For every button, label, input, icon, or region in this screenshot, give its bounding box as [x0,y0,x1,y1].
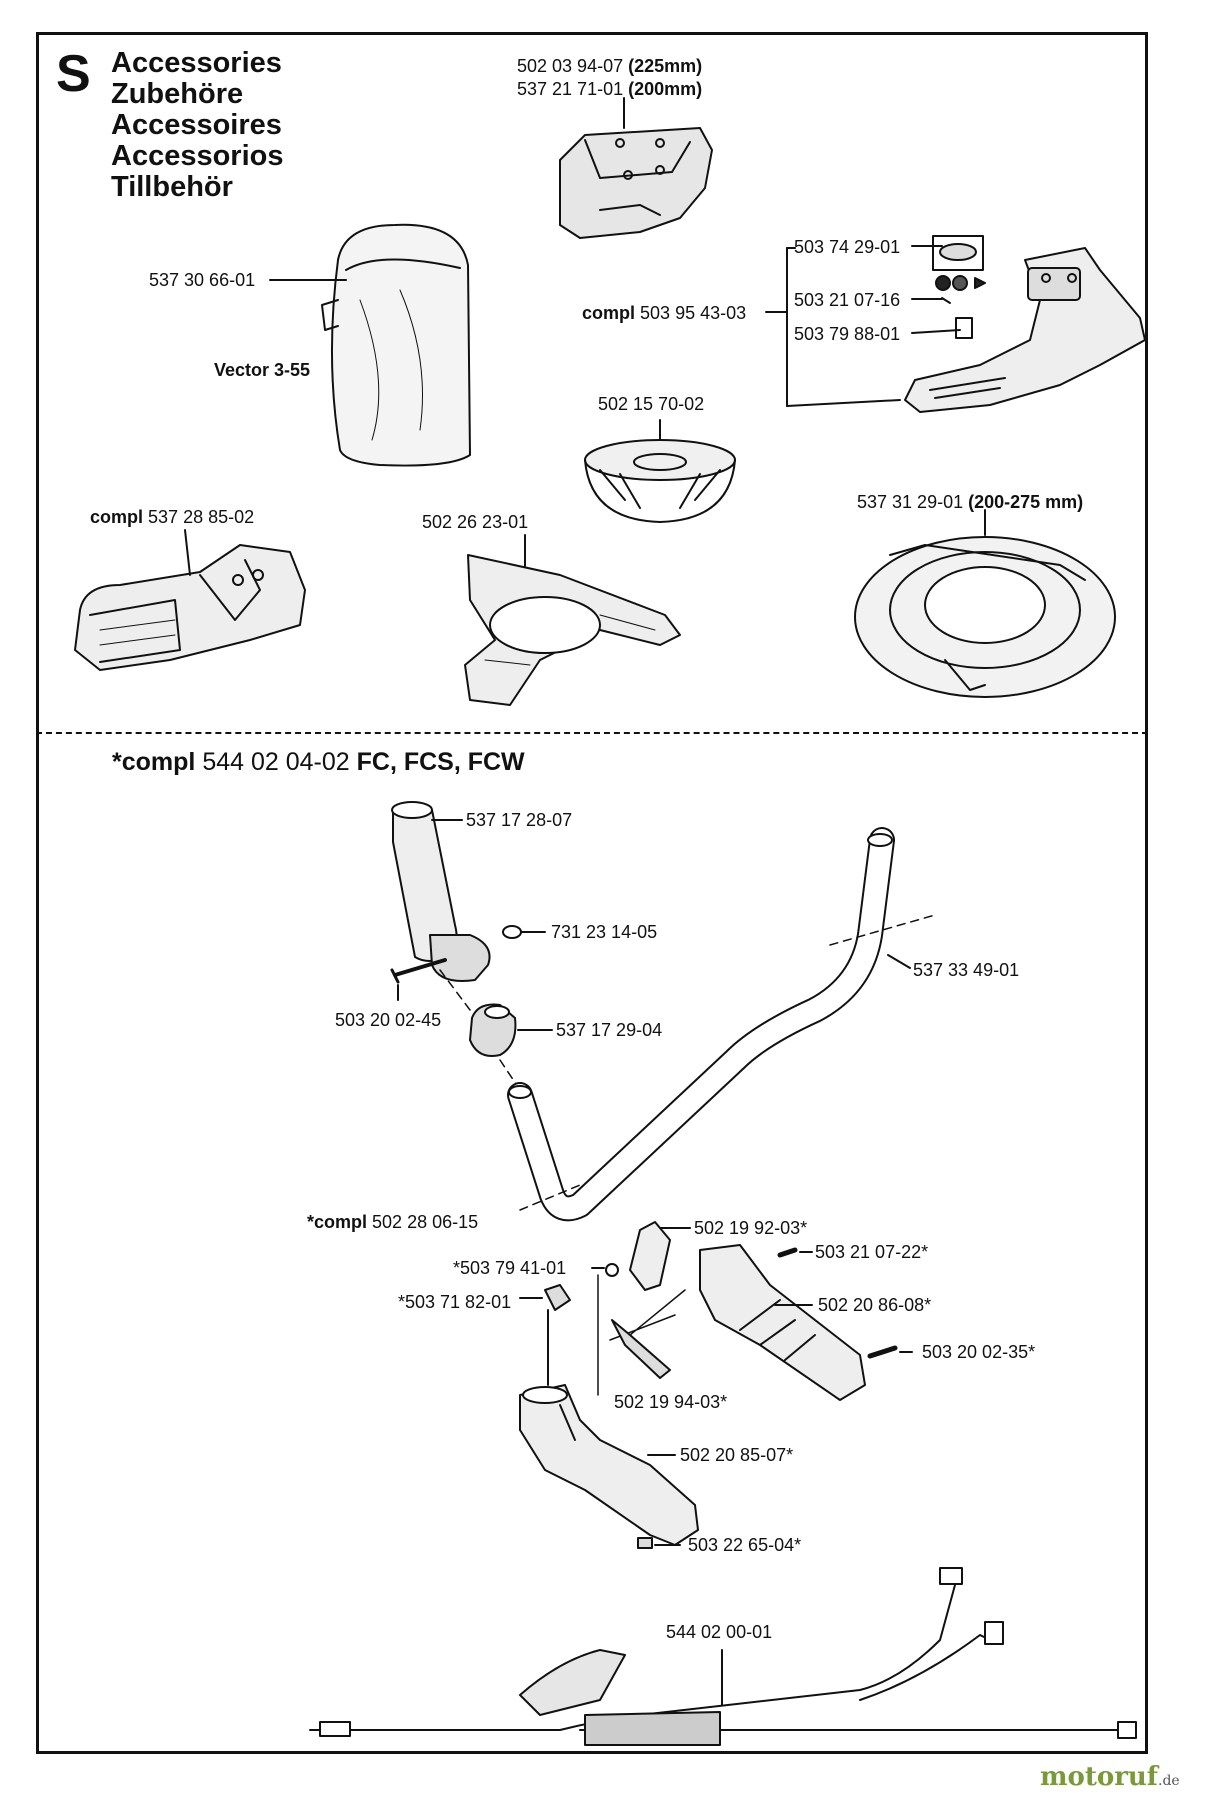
part-number: 544 02 04-02 [202,748,350,776]
screw-illustration [777,1247,798,1258]
handle-half-left-illustration [519,1384,699,1546]
part-number: 537 31 29-01 [857,492,964,512]
part-size: (200-275 mm) [968,492,1084,512]
drive-cup-illustration [584,439,736,523]
part-label-harness-bag: 537 30 66-01 [149,270,256,290]
part-label-handle-assembly: *compl 502 28 06-15 [307,1212,478,1232]
part-label-vector: Vector 3-55 [214,360,311,380]
compl-word: *compl [112,748,196,776]
washer-illustration [502,925,522,939]
part-label-deflector: 537 31 29-01 (200-275 mm) [857,492,1083,512]
part-label-screw-a: 503 20 02-45 [335,1010,442,1030]
title-es: Accessorios [111,140,284,172]
nut-illustration [637,1537,653,1549]
part-label-switch: *503 71 82-01 [398,1292,512,1312]
part-label-cup: 502 15 70-02 [598,394,705,414]
title-de: Zubehöre [111,78,244,110]
handle-kit-heading: *compl 544 02 04-02 FC, FCS, FCW [112,748,525,777]
switch-illustration [544,1284,571,1311]
part-label-kit-compl: compl 503 95 43-03 [582,303,746,323]
cable-illustration [309,1567,1137,1746]
part-label-washer: 731 23 14-05 [551,922,658,942]
section-letter: S [56,45,91,103]
compl-word: *compl [307,1212,368,1232]
compl-word: compl [582,303,636,323]
part-label-guard-box: compl 537 28 85-02 [90,507,254,527]
handlebar-tube-illustration [507,827,895,1222]
spool-illustration [932,235,986,339]
part-label-grip: 537 17 28-07 [466,810,573,830]
grip-illustration [391,801,491,982]
part-size: (225mm) [628,56,703,76]
part-label-blade-guard: 502 26 23-01 [422,512,529,532]
part-label-screw-b: 503 21 07-22* [815,1242,929,1262]
title-fr: Accessoires [111,109,282,141]
guard-box-illustration [74,544,306,671]
part-label-knob: 537 17 29-04 [556,1020,663,1040]
part-label-spring: *503 79 41-01 [453,1258,567,1278]
spring-illustration [605,1263,619,1277]
grass-deflector-illustration [854,536,1116,698]
model-list: FC, FCS, FCW [356,748,525,776]
part-label-nut: 503 22 65-04* [688,1535,802,1555]
trimmer-guard-large-illustration [904,247,1146,413]
title-sv: Tillbehör [111,171,233,203]
part-label-cable: 544 02 00-01 [666,1622,773,1642]
throttle-trigger-illustration [629,1221,671,1291]
blade-guard-illustration [464,554,681,706]
part-number: 502 03 94-07 [517,56,624,76]
part-size: (200mm) [628,79,703,99]
watermark-brand: motoruf [1040,1762,1158,1792]
page-frame [36,32,1148,1754]
part-label-handle-half-left: 502 20 85-07* [680,1445,794,1465]
part-number: 537 28 85-02 [148,507,255,527]
watermark-logo: motoruf.de [1040,1762,1180,1792]
part-label-guard-200: 537 21 71-01 (200mm) [517,79,702,99]
part-label-screw-c: 503 20 02-35* [922,1342,1036,1362]
trimmer-guard-illustration [559,127,713,239]
part-number: 537 21 71-01 [517,79,624,99]
handle-half-right-illustration [609,1244,866,1401]
harness-bag-illustration [321,223,471,467]
watermark-tld: .de [1158,1773,1180,1789]
part-label-handle-half-right: 502 20 86-08* [818,1295,932,1315]
screw-illustration [390,958,447,984]
part-label-handlebar: 537 33 49-01 [913,960,1020,980]
screw-illustration [867,1345,898,1359]
part-number: 502 28 06-15 [372,1212,479,1232]
section-divider [36,732,1148,734]
leader-line [184,529,191,576]
compl-word: compl [90,507,144,527]
part-number: 503 95 43-03 [640,303,747,323]
knob-illustration [469,1003,517,1057]
title-en: Accessories [111,47,282,79]
part-label-throttle-trigger: 502 19 92-03* [694,1218,808,1238]
lockout-illustration [611,1319,671,1379]
part-label-kit-a: 503 74 29-01 [794,237,901,257]
part-label-guard-225: 502 03 94-07 (225mm) [517,56,702,76]
part-label-kit-c: 503 79 88-01 [794,324,901,344]
part-label-kit-b: 503 21 07-16 [794,290,901,310]
part-label-lockout: 502 19 94-03* [614,1392,728,1412]
